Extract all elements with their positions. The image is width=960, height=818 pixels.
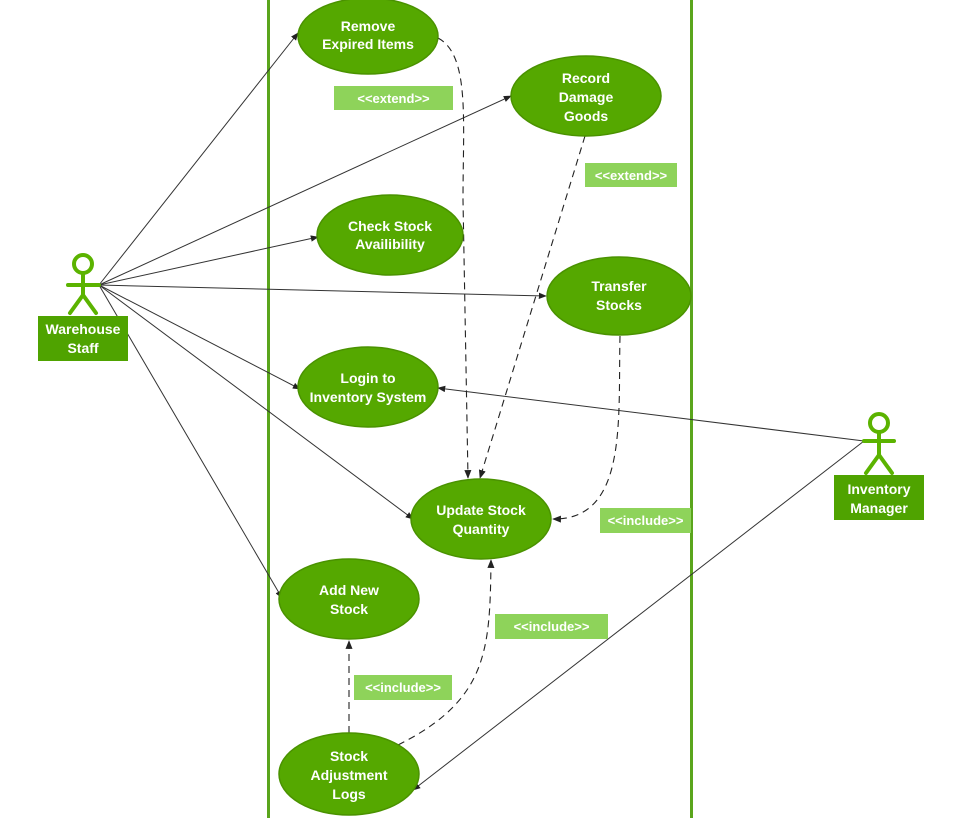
extend-label-2: <<extend>> (585, 163, 677, 187)
include-label-1: <<include>> (600, 508, 691, 533)
assoc-manager-login (437, 385, 865, 442)
svg-text:<<include>>: <<include>> (514, 619, 590, 634)
extend-label-1: <<extend>> (334, 86, 453, 110)
include-label-2: <<include>> (495, 614, 608, 639)
assoc-staff-update-stock (98, 284, 414, 520)
assoc-staff-login (98, 284, 301, 390)
actor-label-box (38, 316, 128, 361)
assoc-manager-adjustment-logs (412, 440, 865, 791)
include-label-3: <<include>> (354, 675, 452, 700)
stick-figure-icon (66, 253, 101, 315)
assoc-staff-remove-expired (98, 32, 299, 286)
associations (98, 32, 865, 791)
stereotype-labels: <<extend>> <<extend>> <<include>> <<incl… (334, 86, 691, 700)
assoc-staff-check-stock (98, 235, 319, 286)
include-transfer-to-update (552, 335, 621, 523)
extend-remove-expired-to-update (437, 37, 472, 479)
svg-text:<<include>>: <<include>> (608, 513, 684, 528)
svg-text:<<extend>>: <<extend>> (595, 168, 668, 183)
dependencies (345, 37, 621, 746)
svg-text:<<include>>: <<include>> (365, 680, 441, 695)
assoc-staff-transfer-stocks (98, 284, 547, 300)
svg-text:<<extend>>: <<extend>> (357, 91, 430, 106)
include-logs-to-update (397, 559, 495, 746)
assoc-staff-add-stock (98, 284, 283, 599)
assoc-staff-record-damage (98, 95, 512, 286)
actor-label-box (834, 475, 924, 520)
stick-figure-icon (862, 412, 896, 475)
